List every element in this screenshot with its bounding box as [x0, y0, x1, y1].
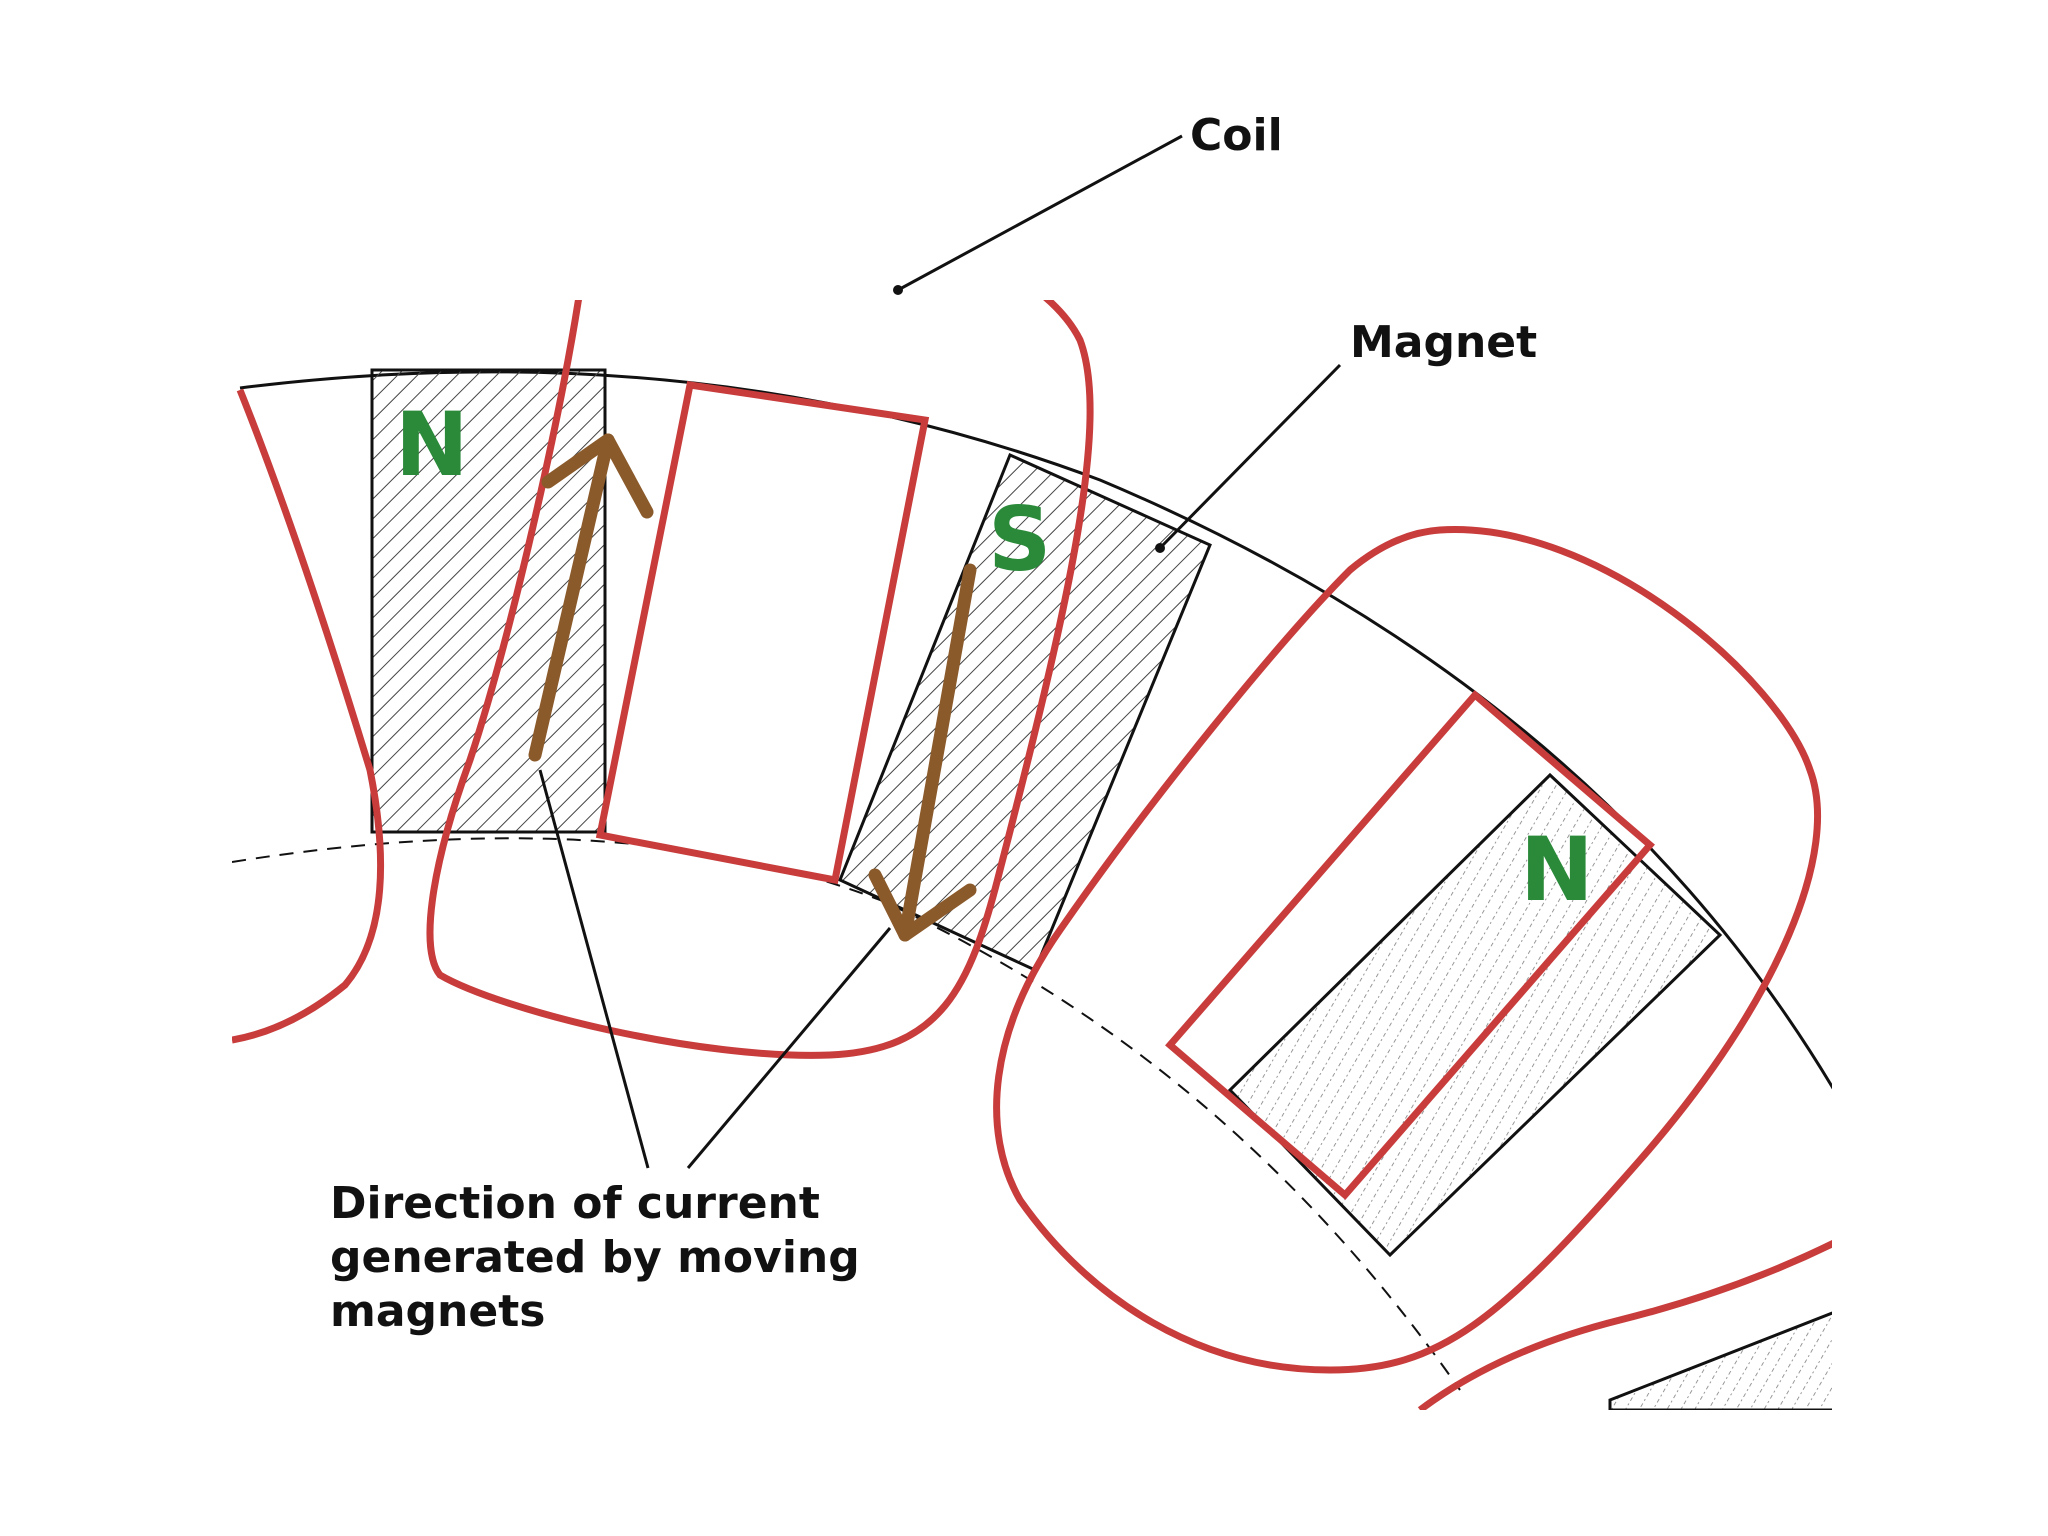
current-label-line2: generated by moving: [330, 1232, 860, 1283]
magnet-bottom-right: [1608, 1311, 1832, 1410]
current-leader-left: [538, 769, 650, 1169]
pole-left: N: [395, 393, 469, 496]
current-leader-right: [686, 927, 892, 1169]
pole-middle: S: [988, 488, 1051, 591]
magnet-leader-line: [1158, 363, 1342, 550]
pole-right: N: [1520, 818, 1594, 921]
coil-right: [993, 526, 1821, 1374]
arrow-down-current: [868, 563, 977, 942]
current-label-line3: magnets: [330, 1286, 545, 1337]
coil-left: [232, 388, 385, 1044]
arrow-up-current: [528, 433, 654, 762]
magnet-leader-dot: [1155, 543, 1165, 553]
coil-leader-line: [897, 134, 1183, 292]
coil-leader-dot: [893, 285, 903, 295]
coil-label: Coil: [1190, 110, 1283, 161]
magnet-right: [1227, 772, 1723, 1258]
magnet-label: Magnet: [1350, 317, 1537, 368]
current-label-line1: Direction of current: [330, 1178, 820, 1229]
coil-bottom-right: [1417, 1240, 1832, 1410]
